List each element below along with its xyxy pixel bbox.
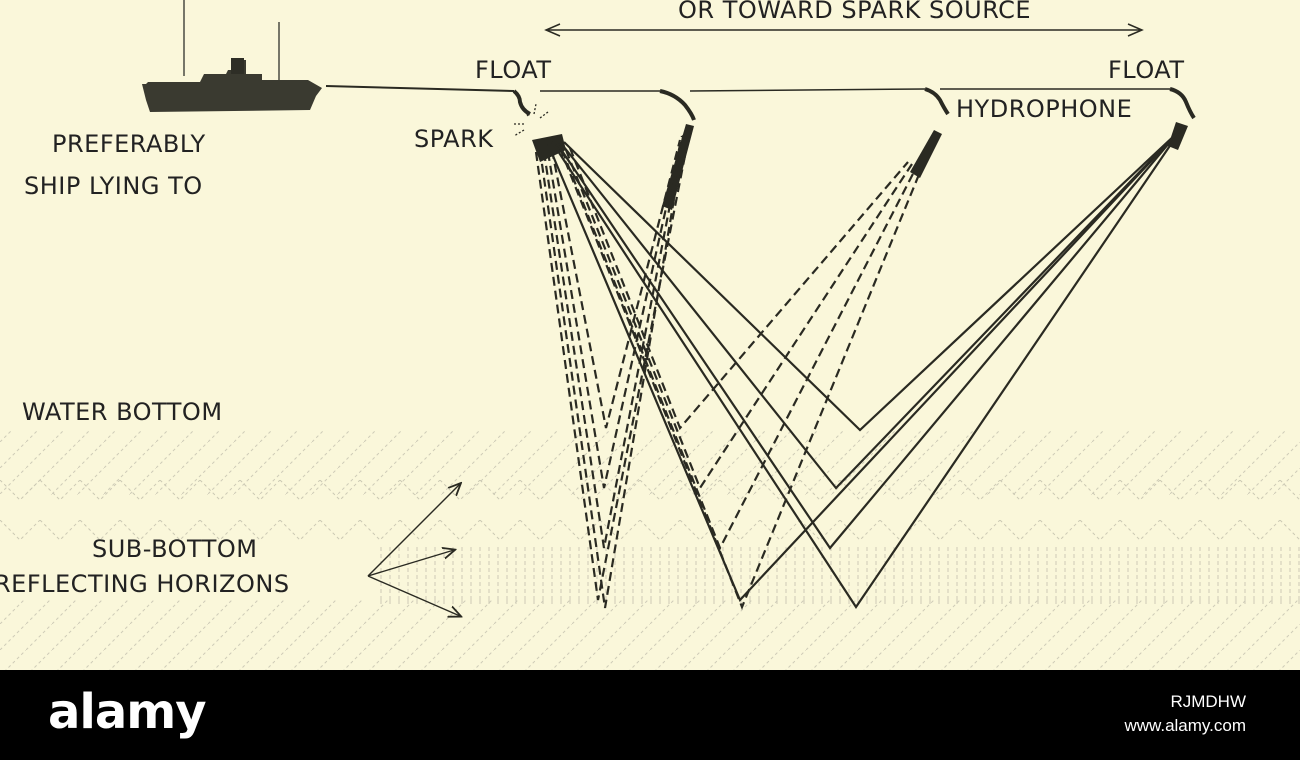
subbottom-label-line2: REFLECTING HORIZONS: [0, 570, 290, 598]
direction-arrow: [544, 23, 1144, 37]
water-bottom-label: WATER BOTTOM: [22, 398, 223, 426]
ship-caption-line2: SHIP LYING TO: [24, 172, 203, 200]
streamer-cable: [325, 85, 1170, 92]
diagram-canvas: OR TOWARD SPARK SOURCE FLOAT FLOAT HYDRO…: [0, 0, 1300, 670]
solid-ray-paths: [546, 125, 1185, 609]
direction-caption: OR TOWARD SPARK SOURCE: [678, 0, 1031, 24]
dashed-ray-paths: [534, 127, 922, 610]
image-id-text: RJMDHW: [1170, 692, 1246, 711]
ship-icon: [142, 0, 322, 112]
subbottom-arrows: [367, 484, 460, 616]
ship-caption-line1: PREFERABLY: [52, 130, 206, 158]
spark-icon: [513, 103, 549, 137]
sediment-layers: [0, 430, 1300, 670]
float-label-left: FLOAT: [475, 56, 552, 84]
subbottom-label-line1: SUB-BOTTOM: [92, 535, 258, 563]
float-label-right: FLOAT: [1108, 56, 1185, 84]
receiver-wedges: [532, 122, 1188, 210]
hydrophone-label: HYDROPHONE: [956, 95, 1132, 123]
spark-label: SPARK: [414, 125, 494, 153]
site-url-link[interactable]: www.alamy.com: [1124, 716, 1246, 735]
alamy-logo[interactable]: alamy: [48, 684, 207, 740]
watermark-footer: alamy RJMDHW www.alamy.com: [0, 670, 1300, 760]
seismic-diagram: OR TOWARD SPARK SOURCE FLOAT FLOAT HYDRO…: [0, 0, 1300, 670]
